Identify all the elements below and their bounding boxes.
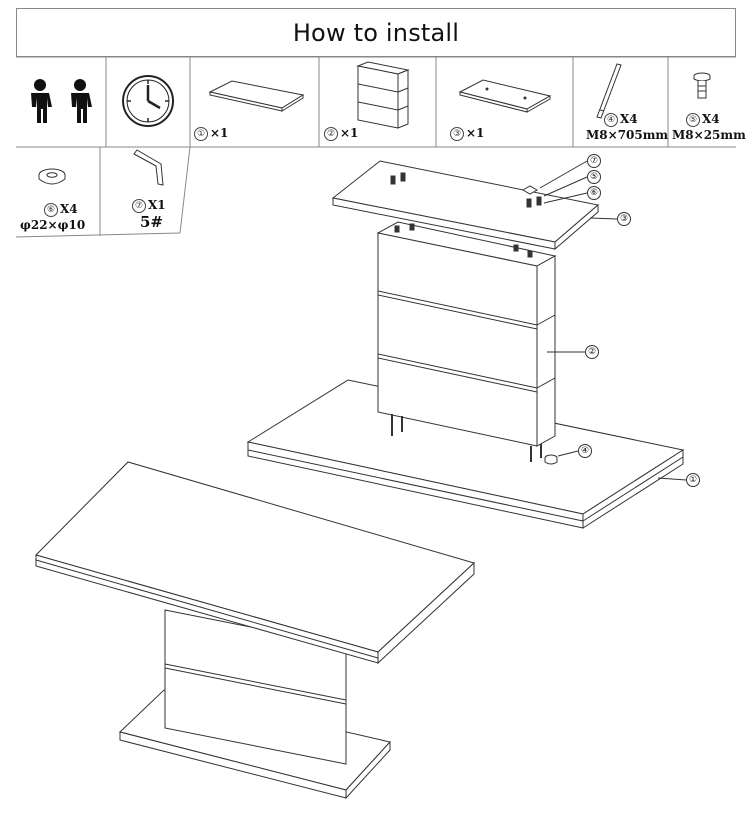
callout-5: ⑤ xyxy=(587,170,601,184)
part-7-spec: 5# xyxy=(140,213,164,231)
callout-6: ⑥ xyxy=(587,186,601,200)
part-5-spec: M8×25mm xyxy=(672,128,746,142)
part-2-label: ②×1 xyxy=(324,126,358,141)
callout-4: ④ xyxy=(578,444,592,458)
assembled-table xyxy=(35,461,475,800)
part-6-spec: φ22×φ10 xyxy=(20,218,86,232)
two-people-icon xyxy=(31,79,92,123)
callout-3: ③ xyxy=(617,212,631,226)
base-plate-thumbnail xyxy=(208,80,305,112)
clock-icon xyxy=(122,75,174,127)
callout-1: ① xyxy=(686,473,700,487)
part-4-spec: M8×705mm xyxy=(586,128,669,142)
bolt-thumbnail xyxy=(693,72,711,99)
callout-2: ② xyxy=(585,345,599,359)
hex-key-thumbnail xyxy=(133,149,164,186)
callout-7: ⑦ xyxy=(587,154,601,168)
exploded-assembly xyxy=(246,160,687,529)
part-1-label: ①×1 xyxy=(194,126,228,141)
column-thumbnail xyxy=(356,61,410,129)
page-title: How to install xyxy=(292,18,460,47)
part-3-label: ③×1 xyxy=(450,126,484,141)
mounting-plate-thumbnail xyxy=(458,79,552,113)
title-bar: How to install xyxy=(16,8,736,57)
washer-thumbnail xyxy=(38,168,66,185)
threaded-rod-thumbnail xyxy=(596,63,622,119)
